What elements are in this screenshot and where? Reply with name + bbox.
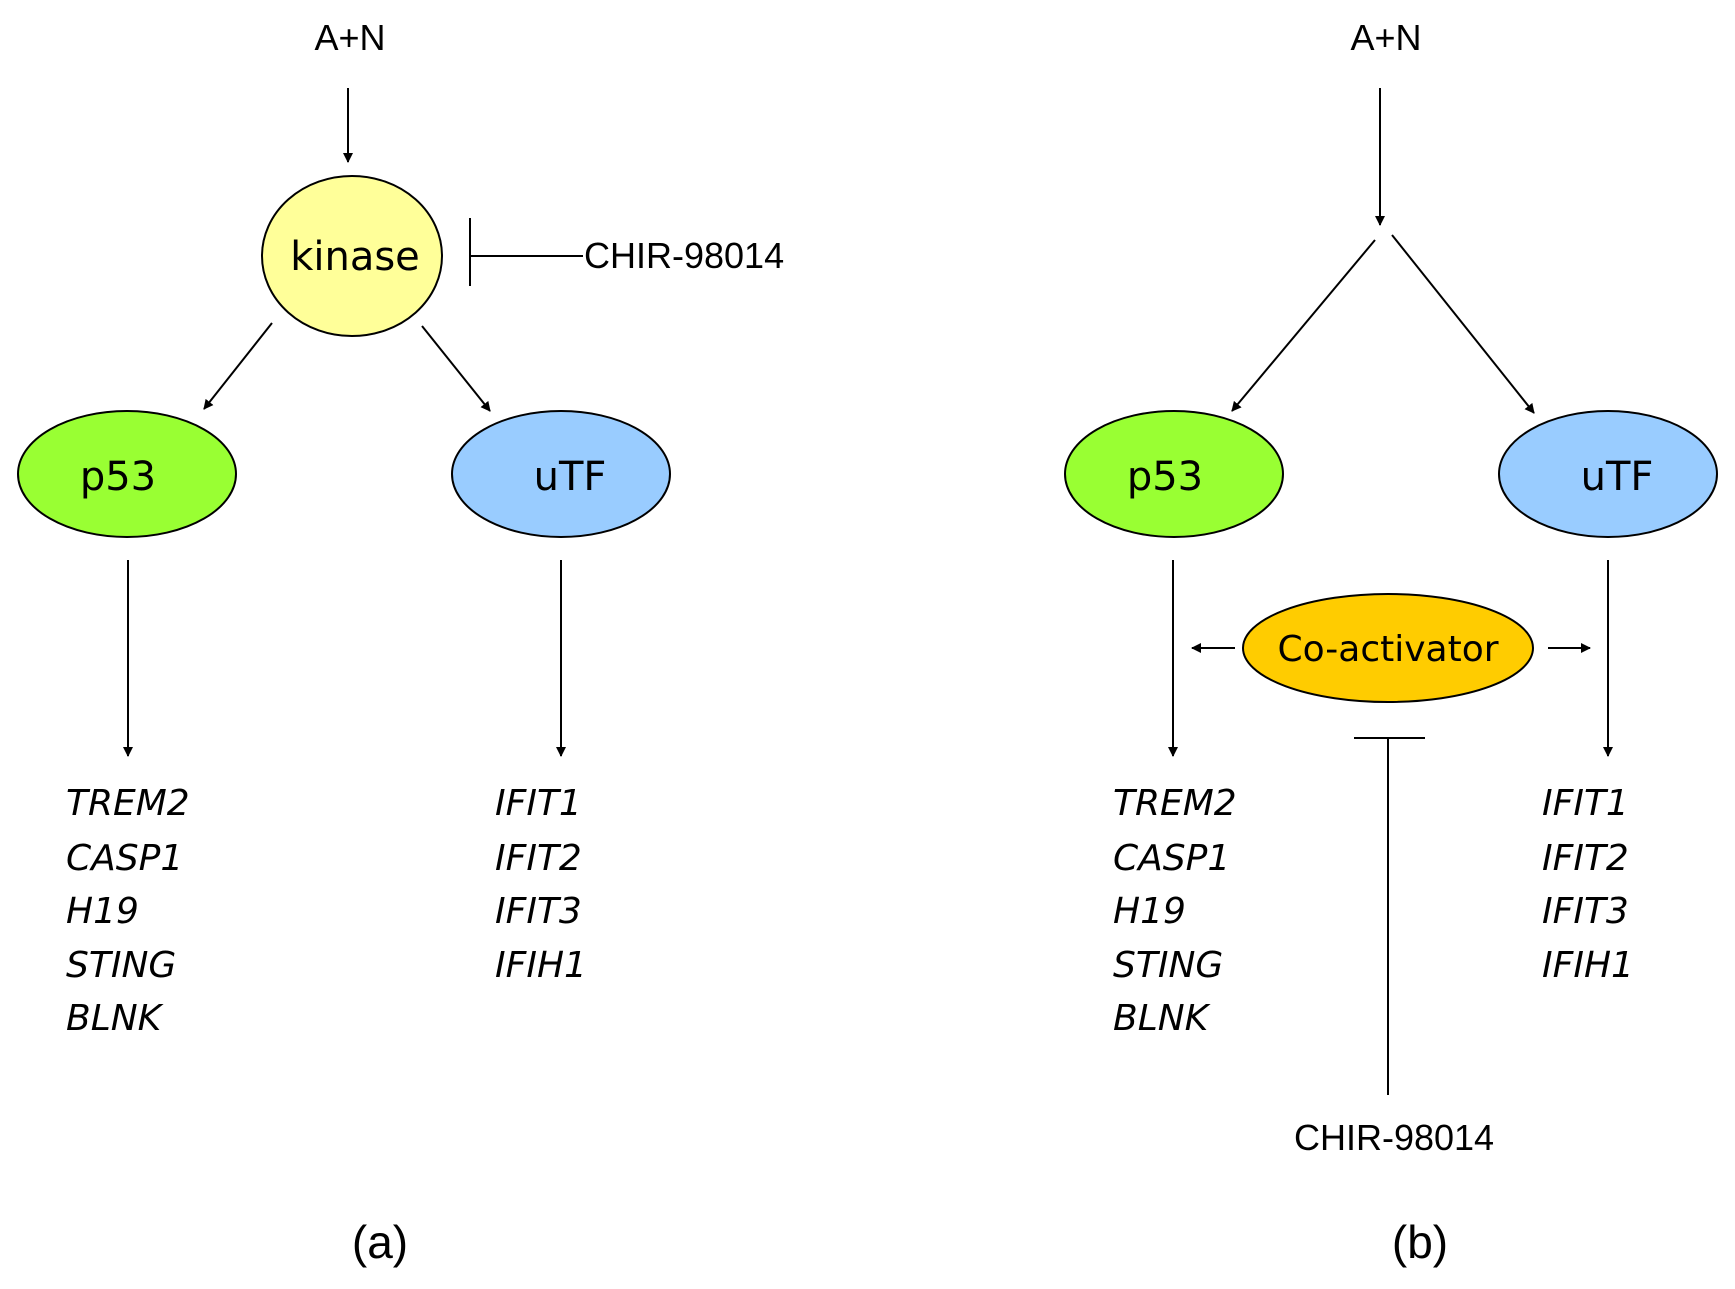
gene-label: STING (1113, 945, 1223, 986)
coactivator-node (1242, 593, 1534, 703)
panel-a-p53-node (17, 410, 237, 538)
panel-a-utf-gene-list: IFIT1 IFIT2 IFIT3 IFIH1 (495, 783, 587, 986)
panel-b-utf-label: uTF (1581, 454, 1654, 500)
kinase-to-utf-arrow (421, 325, 491, 412)
gene-label: IFIH1 (495, 945, 587, 986)
panel-a-p53-gene-list: TREM2 CASP1 H19 STING BLNK (66, 783, 190, 1039)
kinase-label: kinase (290, 234, 420, 280)
panel-b-utf-node (1498, 410, 1718, 538)
panel-a-inhibitor-label: CHIR-98014 (584, 235, 784, 276)
gene-label: H19 (66, 891, 139, 932)
gene-label: CASP1 (1113, 838, 1230, 879)
gene-label: BLNK (66, 998, 164, 1039)
panel-b-p53-node (1064, 410, 1284, 538)
gene-label: IFIH1 (1542, 945, 1634, 986)
panel-b-p53-gene-list: TREM2 CASP1 H19 STING BLNK (1113, 783, 1237, 1039)
panel-a-caption: (a) (352, 1216, 408, 1268)
gene-label: IFIT3 (495, 891, 582, 932)
panel-b-caption: (b) (1392, 1216, 1448, 1268)
panel-a-utf-node (451, 410, 671, 538)
kinase-node (261, 175, 443, 337)
gene-label: IFIT2 (495, 838, 582, 879)
panel-a-utf-label: uTF (534, 454, 607, 500)
gene-label: H19 (1113, 891, 1186, 932)
panel-b-to-utf-arrow (1391, 234, 1535, 414)
panel-a-input-label: A+N (314, 17, 385, 58)
coactivator-label: Co-activator (1277, 629, 1498, 670)
panel-b: A+N p53 uTF Co-activator CHIR-98014 TREM… (1064, 17, 1718, 1268)
gene-label: IFIT1 (495, 783, 582, 824)
panel-b-utf-gene-list: IFIT1 IFIT2 IFIT3 IFIH1 (1542, 783, 1634, 986)
gene-label: TREM2 (1113, 783, 1237, 824)
gene-label: IFIT1 (1542, 783, 1629, 824)
gene-label: CASP1 (66, 838, 183, 879)
panel-b-to-p53-arrow (1231, 239, 1376, 412)
panel-b-input-label: A+N (1350, 17, 1421, 58)
panel-b-p53-label: p53 (1127, 454, 1203, 500)
gene-label: TREM2 (66, 783, 190, 824)
gene-label: IFIT3 (1542, 891, 1629, 932)
panel-b-inhibitor-label: CHIR-98014 (1294, 1117, 1494, 1158)
panel-a: A+N kinase CHIR-98014 p53 uTF TREM2 CASP… (17, 17, 784, 1268)
gene-label: BLNK (1113, 998, 1211, 1039)
panel-a-p53-label: p53 (80, 454, 156, 500)
gene-label: STING (66, 945, 176, 986)
kinase-to-p53-arrow (203, 322, 273, 410)
gene-label: IFIT2 (1542, 838, 1629, 879)
